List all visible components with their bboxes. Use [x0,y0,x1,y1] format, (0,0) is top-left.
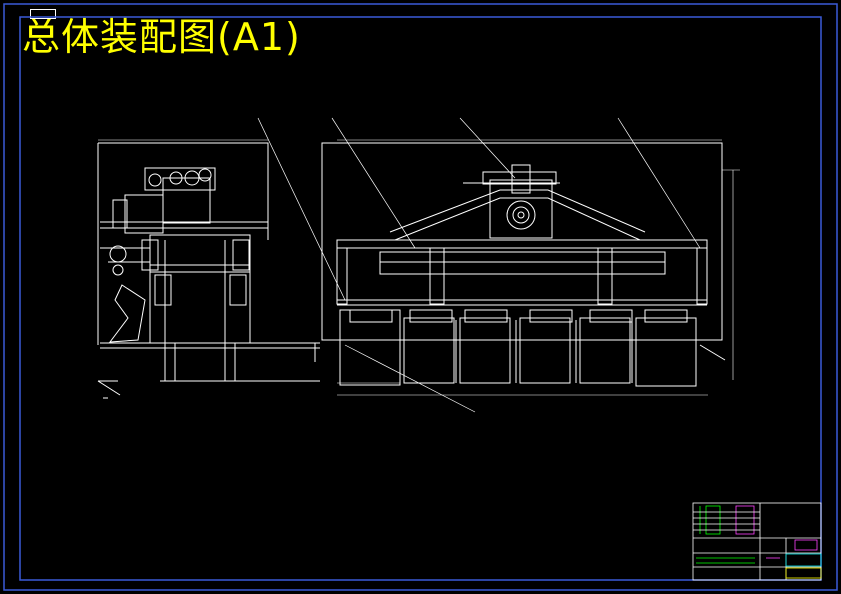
front-view [321,139,740,396]
title-block [692,502,822,581]
outer-border [3,3,838,591]
side-view [97,139,320,399]
drawing-title: 总体装配图(A1) [22,15,301,59]
inner-border [19,16,822,581]
corner-label-box [30,9,56,19]
leader-lines [257,117,701,413]
